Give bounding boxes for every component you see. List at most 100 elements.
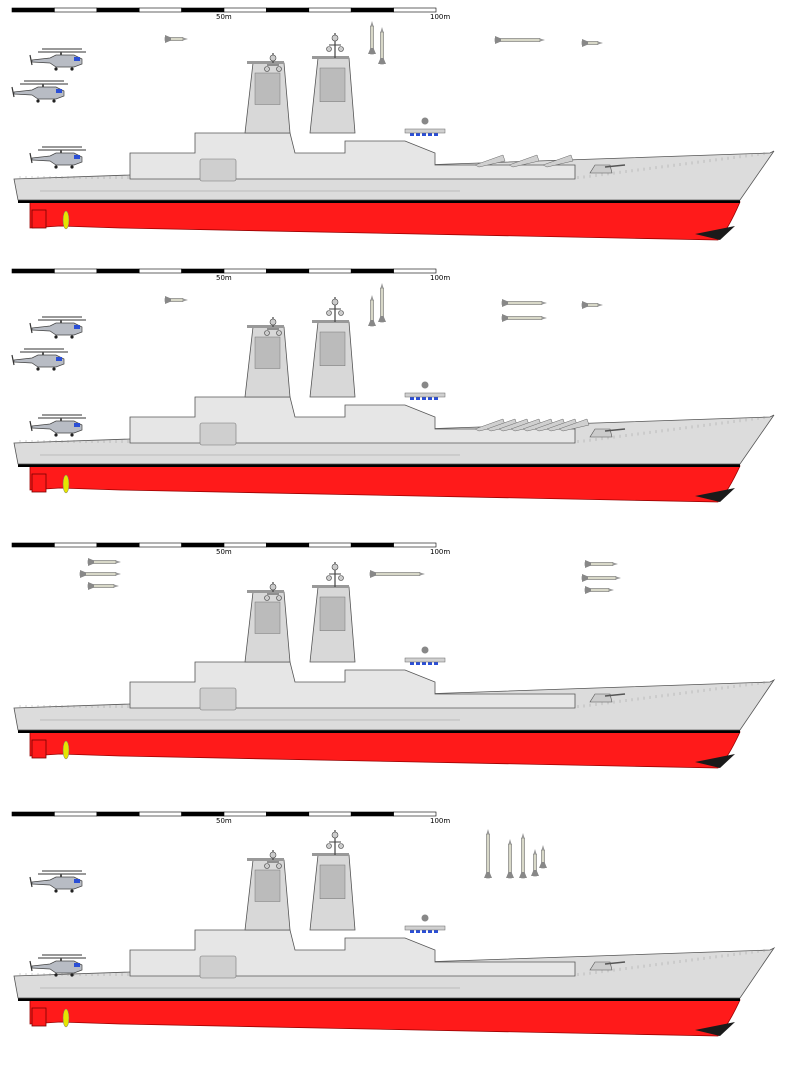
aft-mast <box>264 53 282 72</box>
hull-lower <box>29 999 741 1037</box>
missile-icon <box>484 829 492 879</box>
scale-label-end: 100m <box>430 274 451 282</box>
rudder <box>31 209 47 229</box>
missile-icon <box>584 560 618 568</box>
main-mast <box>326 33 344 58</box>
gun-barrel <box>604 961 626 965</box>
bow-bulb <box>695 1022 735 1036</box>
missile-icon <box>539 845 547 869</box>
missile-icon <box>368 295 376 327</box>
missile-icon <box>501 314 547 322</box>
main-mast <box>326 830 344 855</box>
hull-lower <box>29 201 741 241</box>
superstructure <box>129 396 576 444</box>
gun-barrel <box>604 164 626 168</box>
funnel-fwd <box>309 320 356 398</box>
scale-label-mid: 50m <box>216 817 232 825</box>
superstructure <box>129 132 576 180</box>
ship-panel-2: 50m 100m <box>0 268 800 536</box>
helicopter-icon <box>29 870 86 893</box>
ship-panel-4: 50m 100m <box>0 804 800 1072</box>
missile-icon <box>581 574 621 582</box>
bridge-top <box>404 657 446 663</box>
bridge-windows <box>410 662 438 665</box>
scale-label-end: 100m <box>430 13 451 21</box>
bridge-top <box>404 392 446 398</box>
radar-dome <box>421 646 429 654</box>
rudder <box>31 1007 47 1027</box>
propeller <box>62 1008 70 1028</box>
missile-icon <box>369 570 425 578</box>
missile-icon <box>164 35 188 43</box>
propeller <box>62 474 70 494</box>
scale-label-end: 100m <box>430 817 451 825</box>
hull-lower <box>29 465 741 503</box>
scale-label-mid: 50m <box>216 274 232 282</box>
missile-icon <box>494 36 545 44</box>
aft-mast <box>264 317 282 336</box>
missile-icon <box>584 586 614 594</box>
bridge-top <box>404 128 446 134</box>
missile-icon <box>506 839 514 879</box>
hangar-door <box>199 422 237 446</box>
scale-bar <box>11 542 437 548</box>
waterline <box>18 464 740 467</box>
scale-label-mid: 50m <box>216 548 232 556</box>
bridge-windows <box>410 397 438 400</box>
helicopter-icon <box>29 316 86 339</box>
funnel-aft <box>244 590 291 663</box>
gun-barrel <box>604 693 626 697</box>
missile-icon <box>378 27 386 65</box>
deck-launchers <box>474 418 590 432</box>
scale-bar <box>11 268 437 274</box>
missile-icon <box>581 39 603 47</box>
gun-barrel <box>604 428 626 432</box>
missile-icon <box>368 21 376 55</box>
scale-bar <box>11 811 437 817</box>
hull-lower <box>29 731 741 769</box>
helicopter-icon <box>29 48 86 71</box>
funnel-fwd <box>309 585 356 663</box>
superstructure <box>129 929 576 977</box>
hangar-door <box>199 955 237 979</box>
helicopter-icon <box>29 954 86 977</box>
missile-icon <box>87 558 121 566</box>
propeller <box>62 740 70 760</box>
bridge-windows <box>410 930 438 933</box>
ship-panel-1: 50m 100m <box>0 0 800 268</box>
bridge-top <box>404 925 446 931</box>
missile-icon <box>79 570 121 578</box>
bridge-windows <box>410 133 438 136</box>
helicopter-icon <box>29 146 86 169</box>
missile-icon <box>531 849 539 877</box>
aft-mast <box>264 850 282 869</box>
waterline <box>18 730 740 733</box>
radar-dome <box>421 914 429 922</box>
missile-icon <box>519 833 527 879</box>
main-mast <box>326 562 344 587</box>
bow-bulb <box>695 754 735 768</box>
scale-label-mid: 50m <box>216 13 232 21</box>
missile-icon <box>87 582 119 590</box>
missile-icon <box>581 301 603 309</box>
deck-launchers <box>474 154 574 168</box>
helicopter-icon <box>11 80 68 103</box>
radar-dome <box>421 381 429 389</box>
scale-bar <box>11 7 437 13</box>
rudder <box>31 473 47 493</box>
radar-dome <box>421 117 429 125</box>
propeller <box>62 210 70 230</box>
funnel-fwd <box>309 56 356 134</box>
funnel-fwd <box>309 853 356 931</box>
bow-bulb <box>695 488 735 502</box>
funnel-aft <box>244 325 291 398</box>
rudder <box>31 739 47 759</box>
missile-icon <box>501 299 547 307</box>
waterline <box>18 998 740 1001</box>
hangar-door <box>199 687 237 711</box>
missile-icon <box>378 283 386 323</box>
bow-bulb <box>695 226 735 240</box>
waterline <box>18 200 740 203</box>
aft-mast <box>264 582 282 601</box>
